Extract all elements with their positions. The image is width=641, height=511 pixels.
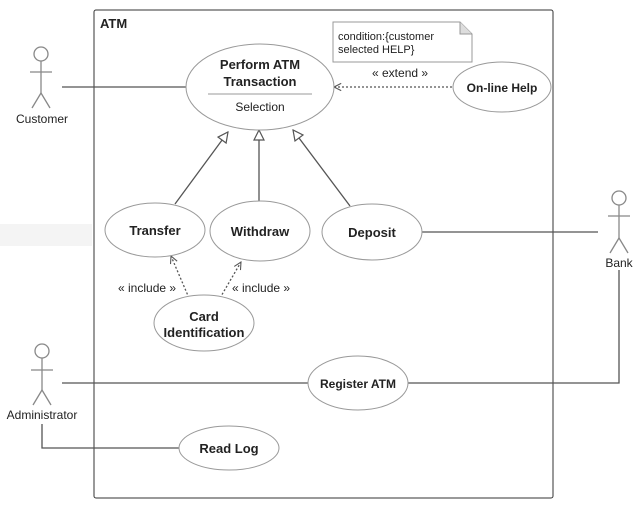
perform-title-line2: Transaction: [224, 74, 297, 89]
actor-administrator[interactable]: Administrator: [7, 343, 78, 422]
use-case-online-help[interactable]: On-line Help: [452, 61, 552, 113]
card-label-line2: Identification: [164, 325, 245, 340]
include-label-right: « include »: [232, 281, 290, 295]
perform-extension-point: Selection: [235, 100, 284, 114]
deposit-label: Deposit: [348, 225, 396, 240]
card-label-line1: Card: [189, 309, 219, 324]
note-text-line2: selected HELP}: [338, 44, 415, 56]
use-case-transfer[interactable]: Transfer: [104, 202, 206, 258]
stick-figure-icon: [608, 190, 630, 254]
use-case-deposit[interactable]: Deposit: [321, 203, 423, 261]
stick-figure-icon: [31, 343, 53, 406]
bank-register-association: [408, 270, 620, 384]
include-label-left: « include »: [118, 281, 176, 295]
use-case-read-log[interactable]: Read Log: [178, 425, 280, 471]
register-atm-label: Register ATM: [320, 377, 396, 391]
perform-title-line1: Perform ATM: [220, 57, 300, 72]
use-case-register-atm[interactable]: Register ATM: [307, 355, 409, 411]
transfer-label: Transfer: [129, 223, 180, 238]
include-withdraw-relation: [219, 262, 241, 299]
extend-label: « extend »: [372, 66, 428, 80]
online-help-label: On-line Help: [467, 81, 538, 95]
actor-customer-label: Customer: [16, 112, 68, 126]
transfer-generalization: [174, 132, 228, 205]
note-text-line1: condition:{customer: [338, 31, 434, 43]
actor-administrator-label: Administrator: [7, 408, 78, 422]
actor-bank[interactable]: Bank: [605, 190, 634, 270]
read-log-label: Read Log: [199, 441, 258, 456]
deposit-generalization: [293, 130, 351, 207]
use-case-withdraw[interactable]: Withdraw: [209, 200, 311, 262]
system-title: ATM: [100, 16, 127, 31]
actor-customer[interactable]: Customer: [16, 46, 68, 126]
use-case-perform-atm-transaction[interactable]: Perform ATM Transaction Selection: [185, 43, 335, 131]
use-case-card-identification[interactable]: Card Identification: [153, 294, 255, 352]
background-artifact: [0, 224, 92, 246]
stick-figure-icon: [30, 46, 52, 109]
withdraw-label: Withdraw: [231, 224, 290, 239]
actor-bank-label: Bank: [605, 256, 633, 270]
system-boundary[interactable]: ATM: [93, 9, 554, 499]
admin-readlog-association: [41, 424, 180, 449]
condition-note[interactable]: condition:{customer selected HELP}: [332, 21, 473, 63]
